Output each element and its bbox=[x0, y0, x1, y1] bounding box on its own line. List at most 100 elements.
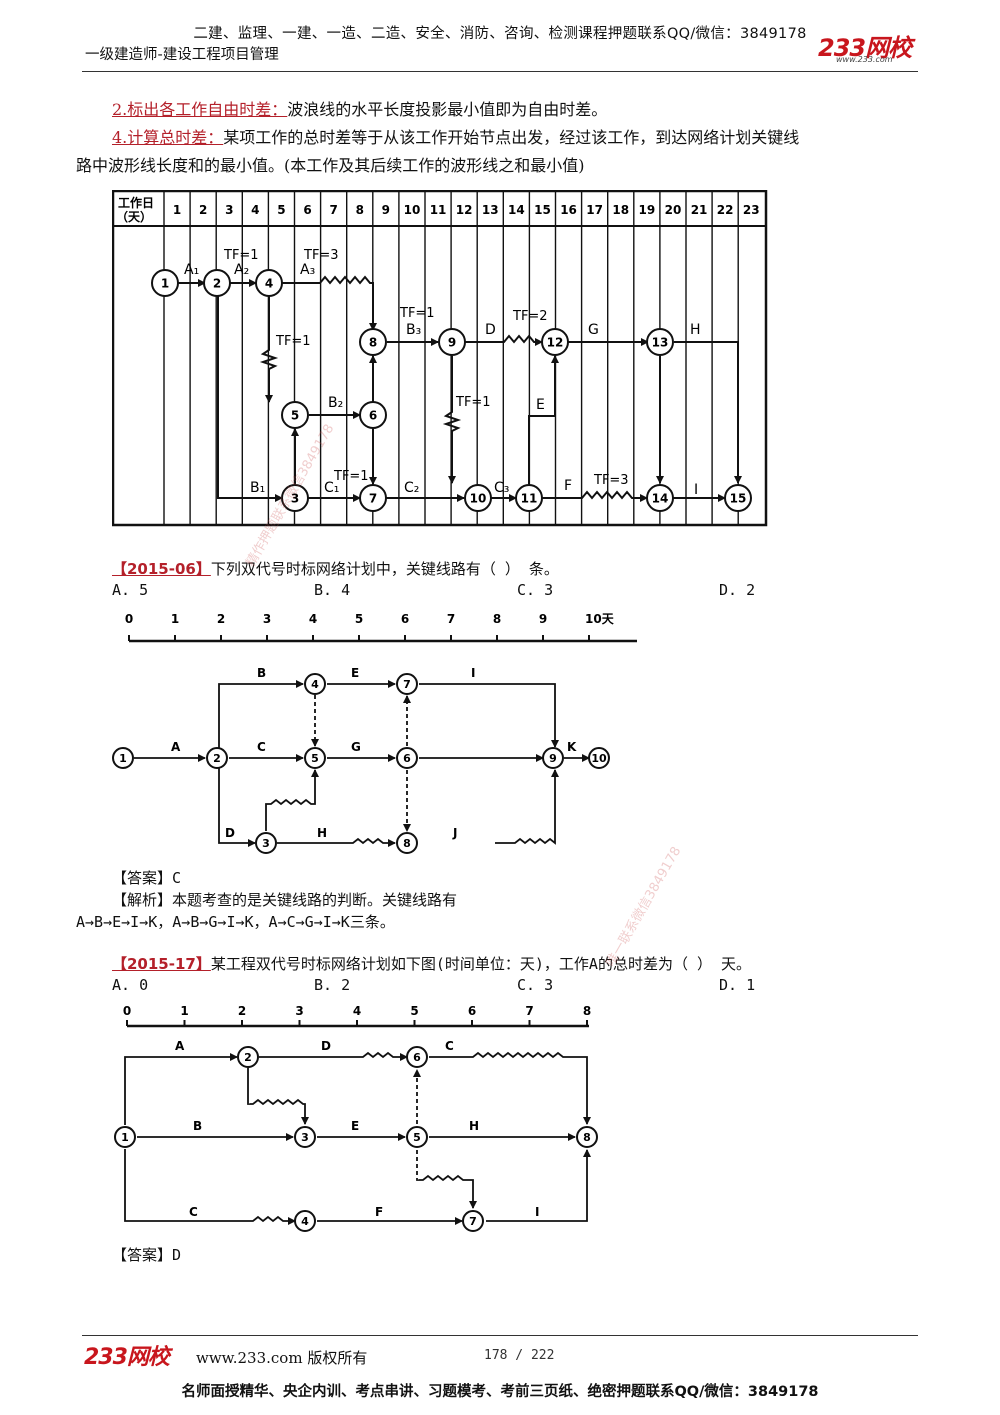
edge-e bbox=[528, 355, 559, 484]
node-11: 11 bbox=[515, 484, 543, 512]
q2-label-c-top: C bbox=[445, 1039, 454, 1053]
option-b: B. 4 bbox=[314, 581, 351, 599]
q1-scale-label: 10天 bbox=[585, 612, 615, 626]
q1-label-k: K bbox=[567, 740, 577, 754]
node-9: 9 bbox=[438, 328, 466, 356]
watermark-2: 唯一联系微信3849178 bbox=[603, 844, 685, 970]
q2-edge-c bbox=[124, 1149, 296, 1225]
q1-scale-label: 2 bbox=[217, 612, 225, 626]
day-label: 21 bbox=[691, 203, 708, 217]
label-tf1-c: TF=1 bbox=[275, 334, 311, 349]
q1-edge-i bbox=[419, 683, 559, 748]
svg-text:14: 14 bbox=[652, 491, 669, 505]
header-subtitle: 一级建造师-建设工程项目管理 bbox=[85, 47, 279, 63]
svg-text:8: 8 bbox=[403, 837, 411, 850]
label-i: I bbox=[694, 482, 698, 498]
label-c1: C₁ bbox=[324, 480, 339, 496]
label-d: D bbox=[485, 322, 496, 338]
q1-label-a: A bbox=[171, 740, 181, 754]
q1-scale-label: 3 bbox=[263, 612, 271, 626]
q1-label-i: I bbox=[471, 666, 475, 680]
svg-text:6: 6 bbox=[413, 1051, 421, 1064]
q2-scale-label: 6 bbox=[468, 1004, 476, 1018]
text-total-float: 某项工作的总时差等于从该工作开始节点出发，经过该工作，到达网络计划关键线 bbox=[223, 128, 800, 147]
day-label: 2 bbox=[199, 203, 207, 217]
q2-answer: 【答案】D bbox=[112, 1246, 182, 1264]
q2-scale-label: 1 bbox=[180, 1004, 188, 1018]
svg-text:7: 7 bbox=[469, 1215, 477, 1228]
text-free-float: 波浪线的水平长度投影最小值即为自由时差。 bbox=[287, 100, 608, 119]
edge-b1 bbox=[217, 296, 283, 502]
svg-text:4: 4 bbox=[265, 276, 273, 290]
diagram1-header-workday: 工作日 bbox=[118, 195, 154, 210]
q2-edge-c-top bbox=[429, 1051, 591, 1125]
label-f: F bbox=[564, 478, 572, 494]
day-label: 22 bbox=[717, 203, 734, 217]
q1-node-7: 7 bbox=[396, 673, 418, 695]
svg-text:9: 9 bbox=[448, 335, 456, 349]
label-b1: B₁ bbox=[250, 480, 265, 496]
q1-scale-label: 5 bbox=[355, 612, 363, 626]
label-tf1-e: TF=1 bbox=[333, 469, 369, 484]
svg-text:7: 7 bbox=[403, 678, 411, 691]
q1-edge-3-5-wavy bbox=[265, 769, 319, 831]
day-label: 8 bbox=[356, 203, 364, 217]
node-2: 2 bbox=[203, 269, 231, 297]
svg-text:5: 5 bbox=[311, 752, 319, 765]
q1-node-5: 5 bbox=[304, 747, 326, 769]
svg-text:5: 5 bbox=[413, 1131, 421, 1144]
paragraph-free-float: 2.标出各工作自由时差：波浪线的水平长度投影最小值即为自由时差。 bbox=[112, 96, 607, 124]
day-label: 14 bbox=[508, 203, 525, 217]
day-label: 15 bbox=[534, 203, 551, 217]
day-label: 16 bbox=[560, 203, 577, 217]
svg-text:2: 2 bbox=[213, 276, 221, 290]
q1-node-2: 2 bbox=[206, 747, 228, 769]
edge-h bbox=[674, 341, 742, 484]
q2-label-d: D bbox=[321, 1039, 331, 1053]
q2-node-7: 7 bbox=[462, 1210, 484, 1232]
q2-node-5: 5 bbox=[406, 1126, 428, 1148]
day-label: 11 bbox=[430, 203, 447, 217]
svg-text:11: 11 bbox=[521, 491, 538, 505]
q2-label-h: H bbox=[469, 1119, 479, 1133]
day-label: 10 bbox=[404, 203, 421, 217]
node-5: 5 bbox=[281, 401, 309, 429]
day-label: 7 bbox=[329, 203, 337, 217]
q2-label-b: B bbox=[193, 1119, 202, 1133]
node-4: 4 bbox=[255, 269, 283, 297]
svg-text:8: 8 bbox=[583, 1131, 591, 1144]
node-7: 7 bbox=[359, 484, 387, 512]
q1-scale-label: 6 bbox=[401, 612, 409, 626]
q1-label-d: D bbox=[225, 826, 235, 840]
q1-scale-label: 7 bbox=[447, 612, 455, 626]
q2-option-b: B. 2 bbox=[314, 976, 351, 994]
edge-tf1-9-10 bbox=[442, 356, 462, 484]
svg-text:3: 3 bbox=[291, 491, 299, 505]
day-label: 23 bbox=[743, 203, 760, 217]
day-label: 5 bbox=[277, 203, 285, 217]
label-a2: A₂ bbox=[234, 262, 249, 278]
day-label: 9 bbox=[382, 203, 390, 217]
day-label: 3 bbox=[225, 203, 233, 217]
label-free-float: 2.标出各工作自由时差： bbox=[112, 100, 288, 119]
q2-label-f: F bbox=[375, 1205, 383, 1219]
node-14: 14 bbox=[646, 484, 674, 512]
edge-d bbox=[464, 334, 543, 346]
day-label: 17 bbox=[586, 203, 603, 217]
label-a3: A₃ bbox=[300, 262, 315, 278]
label-a1: A₁ bbox=[184, 262, 199, 278]
svg-text:1: 1 bbox=[121, 1131, 129, 1144]
q2-node-3: 3 bbox=[294, 1126, 316, 1148]
node-10: 10 bbox=[464, 484, 492, 512]
day-label: 4 bbox=[251, 203, 259, 217]
header-logo-url: www.233.com bbox=[836, 55, 893, 64]
day-label: 12 bbox=[456, 203, 473, 217]
question-2015-06: 【2015-06】下列双代号时标网络计划中，关键线路有（ ） 条。 bbox=[112, 558, 559, 579]
q1-edge-j bbox=[495, 769, 559, 845]
q2-node-8: 8 bbox=[576, 1126, 598, 1148]
option-d: D. 2 bbox=[719, 581, 756, 599]
q2-scale-label: 8 bbox=[583, 1004, 591, 1018]
